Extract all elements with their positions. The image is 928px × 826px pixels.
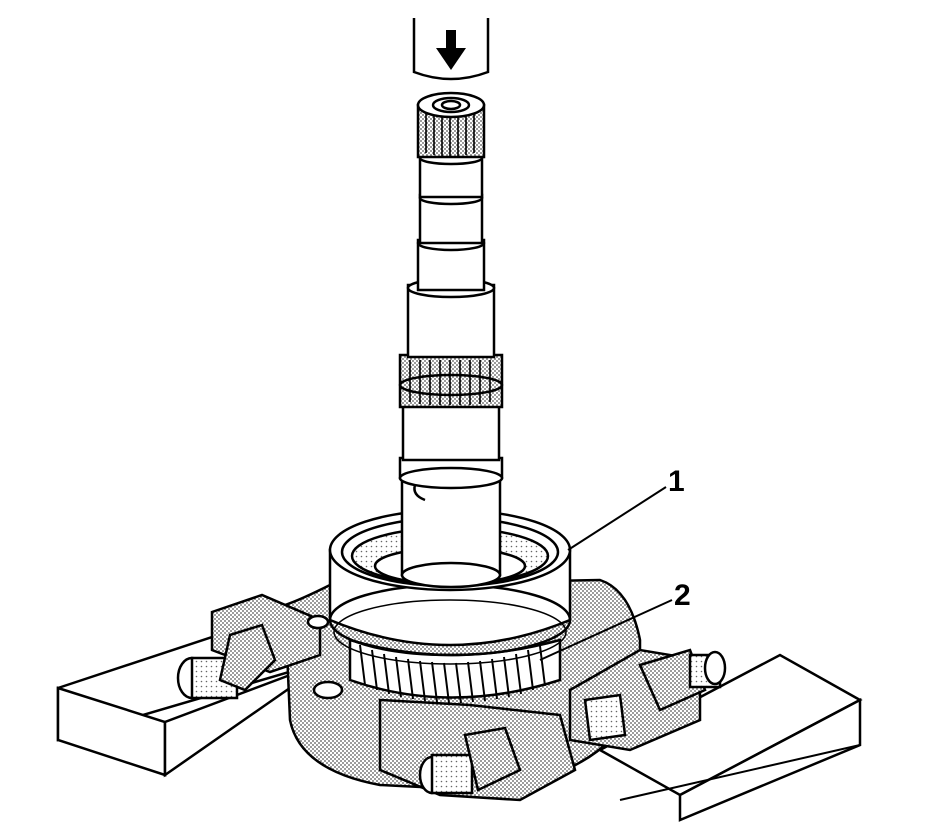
left-bolt — [176, 623, 277, 700]
leader-line-1 — [567, 486, 667, 551]
arrow-down-icon — [436, 30, 466, 70]
callout-label-1: 1 — [668, 465, 685, 498]
leader-line-2 — [539, 599, 673, 661]
ground-line — [619, 744, 861, 801]
callout-label-2: 2 — [674, 579, 691, 612]
right-support-block — [597, 653, 863, 822]
right-bolt — [583, 648, 727, 742]
gear — [348, 638, 562, 704]
front-bolt — [418, 726, 522, 795]
shaft — [398, 91, 504, 589]
